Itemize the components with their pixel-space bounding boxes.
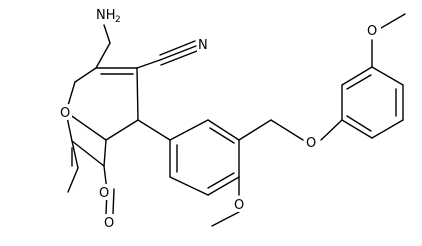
bond xyxy=(67,167,79,193)
amino-subscript: 2 xyxy=(115,15,121,25)
bond xyxy=(160,50,198,66)
bond xyxy=(169,176,209,196)
bond xyxy=(136,59,161,69)
carbonyl-oxygen-atom: O xyxy=(104,216,114,231)
bond xyxy=(320,119,343,141)
bond xyxy=(346,74,372,90)
carbonyl-oxygen-label: O xyxy=(102,214,116,231)
bond xyxy=(103,24,111,44)
bond xyxy=(380,13,406,29)
bond xyxy=(207,172,235,189)
lower-methoxy-oxygen-label: O xyxy=(232,196,246,213)
bond xyxy=(137,119,171,141)
bond xyxy=(159,45,197,61)
upper-methoxy-oxygen-atom: O xyxy=(367,24,377,39)
upper-methoxy-oxygen-label: O xyxy=(365,22,381,39)
bond xyxy=(65,111,107,141)
bond xyxy=(74,67,97,83)
bond xyxy=(103,139,107,167)
bond xyxy=(71,140,79,169)
bond xyxy=(71,140,105,167)
bond xyxy=(211,211,240,227)
bond xyxy=(207,119,240,141)
bond-layer xyxy=(65,13,406,227)
bond xyxy=(159,40,196,56)
bond xyxy=(346,115,372,132)
ether-oxygen-label: O xyxy=(304,134,320,151)
bond xyxy=(371,119,404,139)
bond xyxy=(371,66,404,86)
amino-group-label: NH 2 xyxy=(95,6,121,25)
atom-label-layer: NH 2 N O O O O O O xyxy=(58,6,381,231)
pyran-oxygen-atom: O xyxy=(60,106,70,121)
bond xyxy=(95,42,111,69)
bond xyxy=(169,119,209,141)
amino-atom-label: NH xyxy=(96,8,116,23)
bond xyxy=(209,127,235,144)
bond xyxy=(207,176,240,196)
bond xyxy=(341,119,373,139)
nitrile-n-label: N xyxy=(197,36,210,53)
bond xyxy=(270,119,304,141)
bond xyxy=(341,66,373,86)
ether-oxygen-atom: O xyxy=(306,136,316,151)
lactone-oxygen-label: O xyxy=(97,184,111,201)
lower-methoxy-oxygen-atom: O xyxy=(234,198,244,213)
bond xyxy=(136,67,139,121)
bond xyxy=(105,119,139,141)
bond xyxy=(112,188,115,215)
bond xyxy=(238,119,272,141)
nitrile-atom-label: N xyxy=(198,38,208,53)
pyran-oxygen-label: O xyxy=(58,104,72,121)
lactone-oxygen-atom: O xyxy=(99,186,109,201)
